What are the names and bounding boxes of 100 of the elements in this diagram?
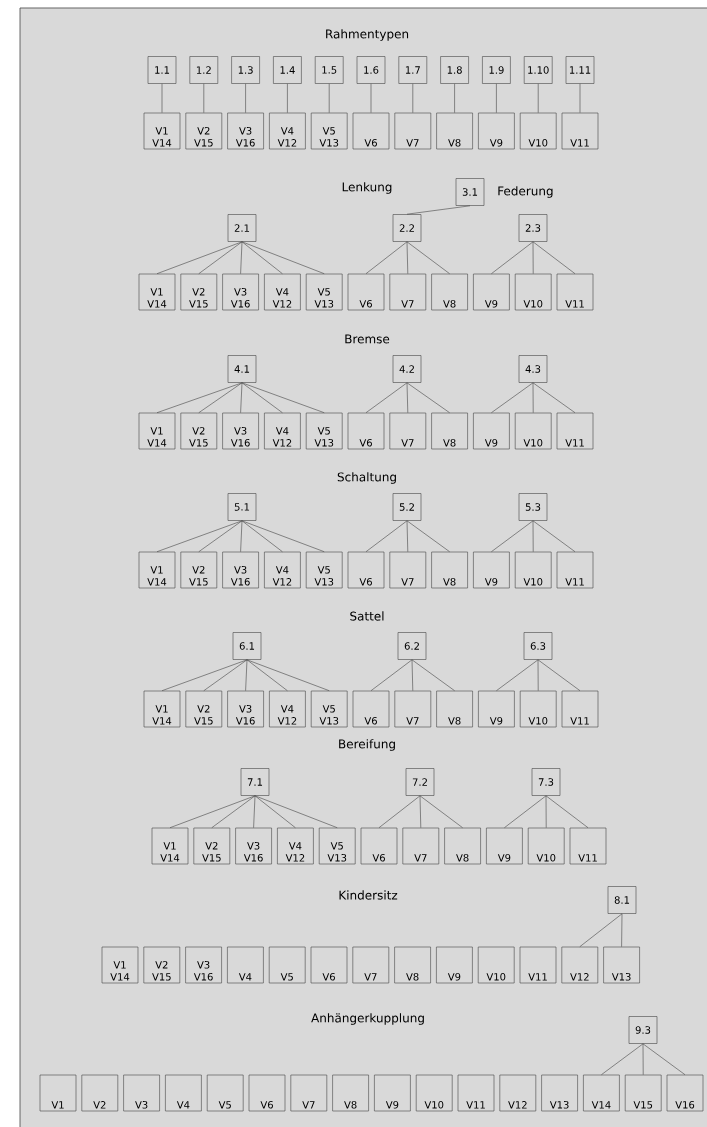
number-box: 5.2 [392,493,422,521]
connector-line [245,659,248,691]
variant-box: V5 V13 [305,551,343,589]
variant-box: V3 V16 [222,412,259,450]
connector-line [537,659,539,691]
connector-line [532,382,576,413]
variant-box: V10 [415,1074,453,1112]
variant-box: V9 [436,946,473,984]
connector-line [241,382,325,413]
variant-box: V10 [514,273,552,311]
connector-line [156,382,243,413]
connector-line [406,520,450,552]
variant-box: V14 [583,1074,620,1112]
connector-line [211,795,256,828]
connector-line [370,83,372,113]
connector-line [532,520,576,552]
variant-box: V11 [556,273,594,311]
number-box: 1.11 [565,56,595,84]
connector-line [537,83,539,113]
variant-box: V9 [478,690,515,728]
connector-line [454,83,455,113]
number-box: 1.8 [440,56,469,84]
connector-line [406,241,409,274]
variant-box: V2 V15 [180,412,218,450]
connector-line [161,659,248,691]
connector-line [241,241,283,274]
number-box: 3.1 [455,178,485,206]
number-box: 7.3 [531,768,561,796]
number-box: 6.2 [397,632,427,660]
connector-line [245,83,246,113]
connector-line [203,659,248,691]
variant-box: V3 V16 [227,112,264,150]
section-heading: Federung [498,186,553,198]
variant-box: V3 [123,1074,160,1112]
number-box: 4.2 [392,355,422,383]
connector-line [496,83,497,113]
connector-line [241,520,283,552]
connector-line [253,795,256,828]
variant-box: V3 V16 [185,946,222,984]
number-box: 9.3 [628,1016,658,1044]
section-heading: Lenkung [342,182,392,194]
number-box: 1.7 [398,56,428,84]
variant-box: V5 [206,1074,244,1112]
variant-box: V6 [360,827,398,865]
variant-box: V16 [666,1074,704,1112]
connector-line [532,241,576,274]
connector-line [240,382,243,413]
connector-line [240,520,243,552]
section-heading: Sattel [350,611,384,621]
variant-box: V12 [499,1074,537,1112]
number-box: 1.10 [523,56,553,84]
connector-line [412,83,414,113]
connector-line [406,520,409,552]
variant-box: V7 [389,412,427,450]
connector-line [621,913,623,947]
variant-box: V3 V16 [227,690,264,728]
connector-line [287,83,288,113]
variant-box: V2 V15 [180,273,218,311]
connector-line [419,795,422,828]
variant-box: V6 [352,690,390,728]
number-box: 2.3 [518,214,548,242]
section-heading: Anhängerkupplung [311,1013,424,1025]
variant-box: V1 [39,1074,77,1112]
variant-box: V8 [444,827,481,865]
variant-box: V1 V14 [138,551,176,589]
variant-box: V6 [347,273,385,311]
section-heading: Bremse [345,334,390,344]
connector-line [411,659,455,691]
connector-line [370,659,413,691]
variant-box: V8 [436,112,473,150]
connector-line [545,795,547,828]
number-box: 5.1 [227,493,257,521]
section-heading: Schaltung [337,472,396,484]
variant-box: V1 V14 [151,827,189,865]
variant-box: V10 [527,827,565,865]
variant-box: V6 [310,946,348,984]
variant-box: V5 V13 [310,690,348,728]
variant-box: V3 V16 [235,827,272,865]
connector-line [642,1043,644,1075]
variant-box: V4 V12 [264,273,301,311]
variant-box: V2 V15 [180,551,218,589]
variant-box: V8 [431,412,468,450]
number-box: 2.2 [392,214,422,242]
variant-box: V13 [541,1074,578,1112]
variant-box: V9 [478,112,515,150]
variant-box: V10 [519,112,557,150]
connector-line [254,795,338,828]
variant-box: V6 [248,1074,286,1112]
connector-line [491,520,534,552]
connector-line [419,795,463,828]
section-heading: Bereifung [339,739,395,751]
connector-line [545,795,589,828]
variant-box: V4 V12 [264,412,301,450]
number-box: 4.1 [227,355,257,383]
variant-box: V4 V12 [277,827,314,865]
connector-line [241,382,283,413]
connector-line [203,83,205,113]
variant-box: V13 [603,946,640,984]
number-box: 4.3 [518,355,548,383]
variant-box: V1 V14 [138,273,176,311]
